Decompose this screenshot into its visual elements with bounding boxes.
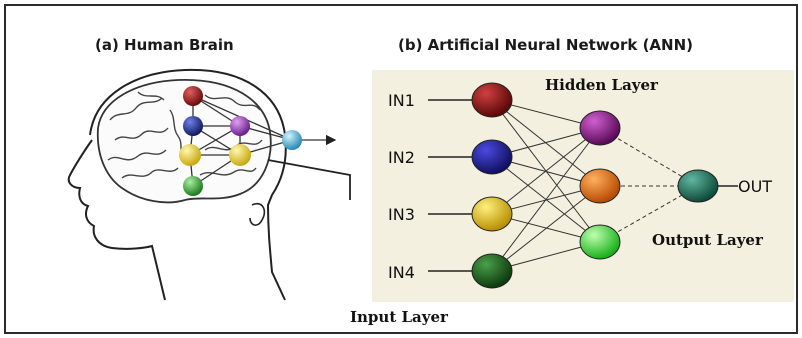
brain-node-yellow-right [229, 144, 251, 166]
input-layer-label: Input Layer [350, 308, 449, 326]
hidden-node-3 [580, 225, 620, 259]
human-head-illustration [69, 70, 286, 300]
hidden-node-2 [580, 169, 620, 203]
input-label-in1: IN1 [388, 91, 415, 110]
brain-node-green [183, 176, 203, 196]
brain-node-red [183, 86, 203, 106]
panel-b-title: (b) Artificial Neural Network (ANN) [398, 36, 693, 54]
output-node [678, 170, 718, 202]
input-label-in2: IN2 [388, 148, 415, 167]
brain-node-blue [183, 116, 203, 136]
panel-a-title: (a) Human Brain [95, 36, 234, 54]
input-node-in2 [472, 140, 512, 174]
input-node-in4 [472, 254, 512, 288]
brain-node-yellow-left [179, 144, 201, 166]
output-layer-label: Output Layer [652, 231, 764, 249]
output-label-out: OUT [738, 177, 772, 196]
input-label-in3: IN3 [388, 205, 415, 224]
hidden-layer-label: Hidden Layer [545, 76, 659, 94]
input-node-in1 [472, 83, 512, 117]
input-node-in3 [472, 197, 512, 231]
hidden-node-1 [580, 111, 620, 145]
brain-node-cyan [282, 130, 302, 150]
brain-node-purple [230, 116, 250, 136]
input-label-in4: IN4 [388, 263, 415, 282]
